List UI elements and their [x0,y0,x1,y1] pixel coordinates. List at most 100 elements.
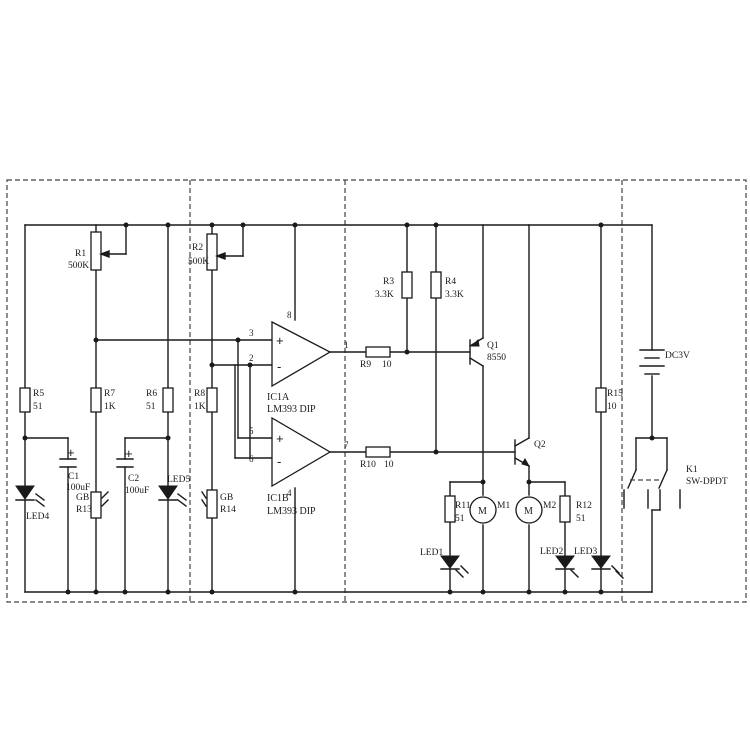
label-r7-value: 1K [104,402,116,412]
label-c2: C2 [128,474,139,484]
transistor-q1 [469,337,484,367]
label-led5: LED5 [167,475,190,485]
resistor-r5 [19,387,31,413]
opamp-ic1a [271,320,332,388]
label-c2-plus: + [125,446,133,461]
pin-7: 7 [344,440,349,450]
resistor-r12 [559,495,571,523]
label-k1-value: SW-DPDT [686,477,728,487]
junctions [22,222,655,595]
photoresistor-r13 [90,491,109,519]
label-r12-value: 51 [576,514,586,524]
resistor-r6 [162,387,174,413]
label-led4: LED4 [26,512,49,522]
potentiometer-r1 [90,231,110,271]
pin-6: 6 [249,454,254,464]
label-r13: R13 [76,505,92,515]
middle-section-wiring [95,224,516,593]
component-labels: R1 500K R2 500K R3 3.3K R4 3.3K R5 51 R7… [26,243,728,558]
module-borders [6,179,747,603]
resistor-r15 [595,387,607,413]
pin-5: 5 [249,426,254,436]
resistor-r9 [365,346,391,358]
resistor-r11 [444,495,456,523]
photoresistor-r14 [201,489,218,519]
label-c1-value: 100uF [66,483,90,493]
label-c1-plus: + [67,445,75,460]
motor-m1-symbol: M [478,506,487,517]
label-r12: R12 [576,501,592,511]
label-r4-value: 3.3K [445,290,464,300]
label-led1: LED1 [420,548,443,558]
capacitor-c2 [116,458,134,468]
label-r9-value: 10 [382,360,392,370]
label-battery: DC3V [665,351,690,361]
label-r10: R10 [360,460,376,470]
label-gb1: GB [76,493,89,503]
label-r9: R9 [360,360,371,370]
label-r14: R14 [220,505,236,515]
led3 [591,555,624,579]
pin-4: 4 [287,488,292,498]
label-r2-value: 500K [188,257,209,267]
label-r8: R8 [194,389,205,399]
label-ic1b-part: LM393 DIP [267,506,316,517]
ic1a-plus-sign: + [276,333,284,348]
label-r1: R1 [75,249,86,259]
pin-1: 1 [344,340,349,350]
label-r2: R2 [192,243,203,253]
label-c2-value: 100uF [125,486,149,496]
capacitor-c1 [59,458,77,468]
battery-dc3v [639,349,665,375]
label-q1: Q1 [487,341,499,351]
led1 [440,555,469,578]
ic1b-plus-sign: + [276,431,284,446]
label-q2: Q2 [534,440,546,450]
motor-m2-symbol: M [524,506,533,517]
label-r5: R5 [33,389,44,399]
label-r1-value: 500K [68,261,89,271]
power-section-wiring [635,224,668,593]
label-ic1a: IC1A [267,392,290,403]
ic1b-minus-sign: - [277,454,281,469]
motor-m2 [515,496,543,524]
power-rails [24,224,653,593]
label-k1: K1 [686,465,698,475]
label-r15-value: 10 [607,402,617,412]
switch-k1 [623,469,681,511]
label-m2: M2 [543,501,556,511]
transistor-q2 [514,437,531,467]
label-ic1b: IC1B [267,493,289,504]
label-led3: LED3 [574,547,597,557]
label-r4: R4 [445,277,456,287]
label-r15: R15 [607,389,623,399]
label-r8-value: 1K [194,402,206,412]
label-q1-value: 8550 [487,353,506,363]
left-section-wiring [24,224,169,593]
motor-m1 [469,496,497,524]
label-r3: R3 [383,277,394,287]
label-r6: R6 [146,389,157,399]
resistor-r8 [206,387,218,413]
label-r3-value: 3.3K [375,290,394,300]
label-gb2: GB [220,493,233,503]
opamp-ic1b [271,416,332,488]
label-led2: LED2 [540,547,563,557]
label-r7: R7 [104,389,115,399]
label-r11: R11 [455,501,471,511]
resistor-r10 [365,446,391,458]
label-r11-value: 51 [455,514,465,524]
led5 [158,485,187,507]
potentiometer-r2 [206,233,226,271]
led4 [15,485,45,507]
resistor-r7 [90,387,102,413]
pin-8: 8 [287,310,292,320]
label-m1: M1 [497,501,510,511]
led2 [555,555,579,578]
resistor-r3 [401,271,413,299]
label-r5-value: 51 [33,402,43,412]
ic1a-minus-sign: - [277,359,281,374]
label-c1: C1 [68,472,79,482]
driver-section-wiring [406,224,602,593]
